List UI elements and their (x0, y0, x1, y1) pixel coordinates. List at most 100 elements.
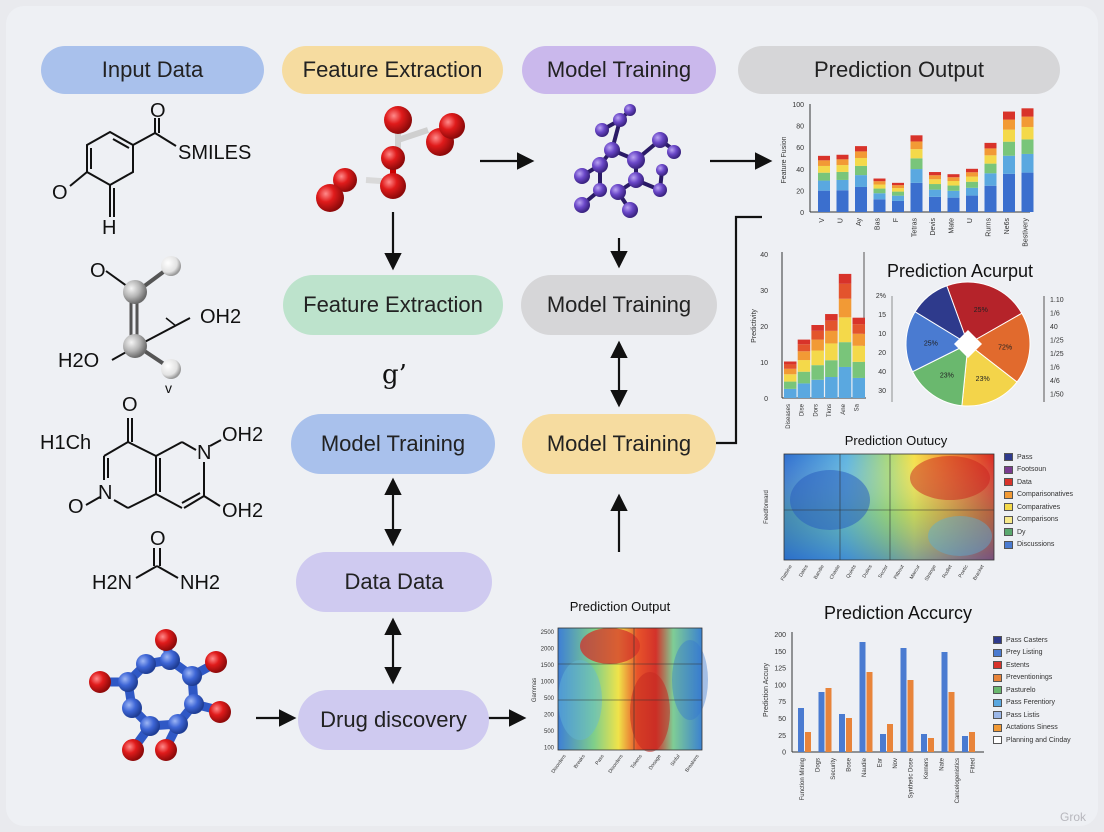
bar-bottom-bar (798, 708, 804, 752)
legend-swatch (993, 661, 1002, 670)
label-m1-o-left: O (52, 182, 68, 204)
pie-left-tick: 10 (878, 331, 886, 338)
small-bar-segment (797, 351, 811, 361)
bar-top-segment (855, 151, 867, 158)
bar-top-segment (892, 188, 904, 192)
bar-top-segment (855, 157, 867, 166)
label-m2-h2o: H2O (58, 350, 100, 372)
heatmap-bottom-y-tick: 100 (544, 746, 555, 752)
legend-label: Pass Casters (1006, 636, 1048, 644)
bar-bottom-x-label: Nov (893, 758, 899, 769)
bar-top-segment (966, 181, 978, 188)
legend-swatch (1004, 515, 1013, 524)
small-bar-segment (852, 361, 865, 378)
heatmap-top-ylabel: Feedforward (764, 490, 770, 524)
bar-top-segment (892, 195, 904, 201)
pie-right-tick: 40 (1050, 324, 1058, 331)
bar-top-segment (910, 169, 923, 183)
bar-bottom-x-label: Nate (940, 757, 946, 770)
legend-entry: Estents (993, 659, 1071, 672)
bar-bottom-y-tick: 150 (774, 649, 786, 656)
legend-label: Actations Siness (1006, 724, 1058, 732)
bar-top-segment (836, 190, 849, 212)
small-bar-segment (811, 379, 824, 398)
pie-slice-label: 25% (924, 340, 938, 347)
small-bar-segment (838, 298, 852, 318)
bar-top-segment (929, 179, 941, 185)
bar-top-segment (836, 171, 849, 180)
bar-top-segment (818, 155, 830, 161)
pie-right-tick: 1/50 (1050, 392, 1064, 399)
bar-top-segment (1003, 119, 1015, 130)
bar-top-segment (873, 184, 886, 189)
small-bar-segment (811, 325, 824, 331)
small-bar-x-label: Diseases (786, 404, 792, 429)
bar-bottom-x-label: Bose (847, 757, 853, 771)
bar-bottom-bar (969, 732, 975, 752)
legend-label: Pass (1017, 453, 1033, 461)
small-bar-x-label: Ane (841, 403, 847, 414)
bar-top-segment (818, 190, 830, 212)
label-m3-n-right: N (197, 442, 212, 464)
bar-bottom-bar (880, 734, 886, 752)
bar-top-segment (836, 159, 849, 166)
small-bar-segment (784, 368, 797, 375)
pie-slice-label: 23% (976, 376, 990, 383)
bar-top-segment (966, 168, 978, 173)
legend-label: Comparisonatives (1017, 491, 1074, 499)
bar-top-segment (818, 165, 830, 173)
label-m2-o: O (90, 260, 106, 282)
bar-top-segment (947, 181, 960, 186)
pie-left-tick: 20 (878, 350, 886, 357)
legend-swatch (1004, 478, 1013, 487)
bar-top-segment (1021, 126, 1034, 140)
molecule-urea (135, 548, 179, 579)
bar-bottom-x-label: Fitted (971, 758, 977, 773)
legend-entry: Comparisonatives (1004, 489, 1073, 502)
bar-top-y-tick: 40 (796, 167, 804, 174)
pie-slice-label: 72% (998, 345, 1012, 352)
legend-entry: Preventionings (993, 672, 1071, 685)
bar-bottom-x-label: Dogs (816, 758, 822, 772)
legend-label: Preventionings (1006, 674, 1053, 682)
legend-entry: Comparisons (1004, 514, 1073, 527)
small-bar-segment (811, 330, 824, 340)
legend-label: Discussions (1017, 541, 1055, 549)
bar-top-y-tick: 20 (796, 188, 804, 195)
label-m2-v: v (165, 380, 172, 396)
pie-left-tick: 30 (878, 388, 886, 395)
label-m4-h2n: H2N (92, 572, 133, 594)
small-bar-segment (797, 371, 811, 384)
pie-right-tick: 1/25 (1050, 338, 1064, 345)
label-smiles: SMILES (178, 142, 252, 164)
label-m3-oh2-bottom: OH2 (222, 500, 264, 522)
small-bar-segment (797, 339, 811, 345)
bar-top-segment (966, 176, 978, 182)
label-m1-h: H (102, 217, 117, 239)
legend-entry: Planning and Cinday (993, 734, 1071, 747)
legend-entry: Pass Ferentiory (993, 697, 1071, 710)
pie-right-tick: 1.10 (1050, 297, 1064, 304)
bar-top-segment (1003, 141, 1015, 156)
legend-label: Planning and Cinday (1006, 736, 1071, 744)
legend-swatch (1004, 465, 1013, 474)
bar-top-segment (855, 175, 867, 187)
bar-top-segment (984, 185, 997, 212)
bar-bottom-bar (818, 692, 825, 752)
bar-top-segment (855, 186, 867, 212)
bar-bottom-bar (900, 648, 907, 752)
label-m4-nh2: NH2 (180, 572, 221, 594)
small-bar-segment (784, 361, 797, 365)
bar-top-segment (873, 178, 886, 182)
bar-top-segment (892, 185, 904, 189)
legend-label: Data (1017, 478, 1032, 486)
small-bar-segment (838, 366, 852, 398)
heatmap-bottom-ylabel: Gammas (532, 678, 538, 702)
small-bar-segment (838, 273, 852, 284)
bar-top-segment (947, 177, 960, 182)
legend-entry: Comparatives (1004, 501, 1073, 514)
bar-top-segment (1021, 139, 1034, 154)
molecule-blue-ring (89, 629, 231, 761)
